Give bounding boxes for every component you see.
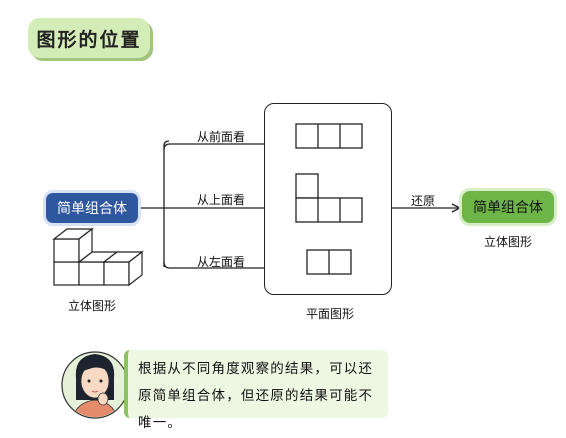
- page-title: 图形的位置: [28, 18, 150, 58]
- tip-bubble: [124, 350, 388, 418]
- right-solid-node: 简单组合体: [462, 191, 554, 223]
- restore-arrowhead: [451, 203, 462, 213]
- bracket-connector: [138, 140, 170, 267]
- tip-text: 根据从不同角度观察的结果，可以还原简单组合体，但还原的结果可能不唯一。: [138, 361, 374, 431]
- top-view-label: 从上面看: [197, 193, 246, 207]
- front-view-figure: [295, 123, 363, 149]
- front-view-line: [163, 143, 264, 151]
- left-view-label: 从左面看: [197, 255, 246, 269]
- left-solid-node: 简单组合体: [46, 193, 138, 223]
- right-solid-caption: 立体图形: [484, 235, 533, 249]
- left-view-line: [163, 261, 264, 269]
- center-caption: 平面图形: [306, 307, 355, 321]
- restore-label: 还原: [411, 194, 436, 208]
- front-view-label: 从前面看: [197, 130, 246, 144]
- left-solid-caption: 立体图形: [68, 299, 117, 313]
